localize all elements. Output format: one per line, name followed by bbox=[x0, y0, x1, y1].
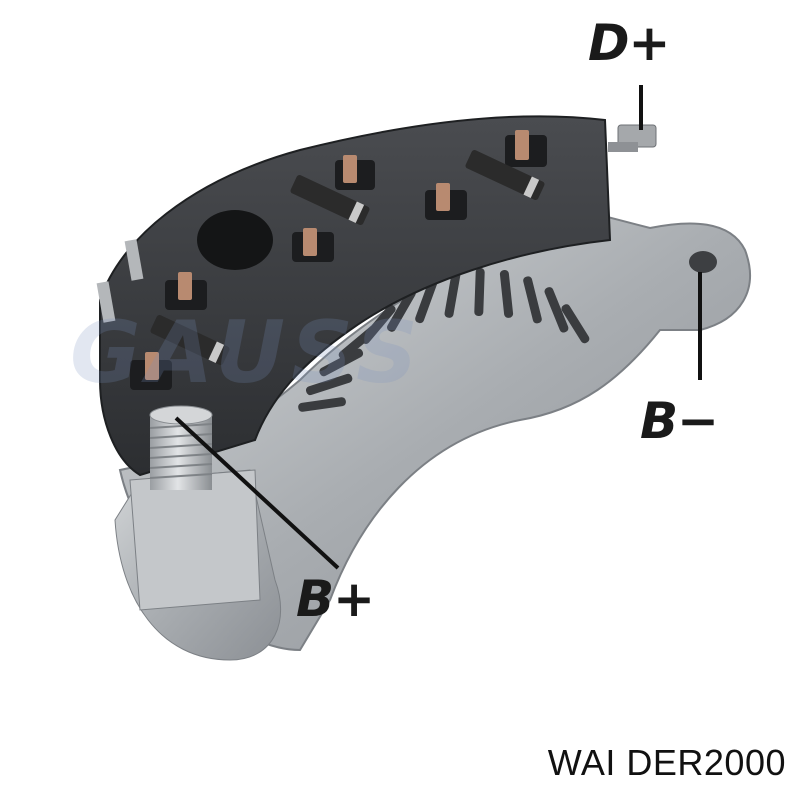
watermark: GAUSS bbox=[70, 303, 424, 403]
product-caption: WAI DER2000 bbox=[547, 742, 786, 783]
d-plus-label: D+ bbox=[588, 14, 670, 72]
hex-nut bbox=[129, 469, 261, 611]
heatsink-plate bbox=[118, 213, 751, 652]
housing-hole bbox=[197, 210, 273, 270]
d-plus-terminal bbox=[608, 124, 657, 152]
side-tab-lower bbox=[96, 281, 116, 323]
b-plus-label: B+ bbox=[296, 570, 375, 628]
vent-slots bbox=[298, 268, 590, 412]
side-tab-upper bbox=[124, 239, 144, 281]
b-plus-stud bbox=[149, 405, 213, 490]
terminal-pockets bbox=[130, 130, 547, 390]
b-minus-label: B− bbox=[640, 392, 719, 450]
diodes bbox=[150, 150, 545, 365]
b-plus-leader bbox=[174, 416, 340, 570]
rectifier-housing bbox=[99, 115, 612, 477]
mounting-hole bbox=[689, 251, 717, 273]
